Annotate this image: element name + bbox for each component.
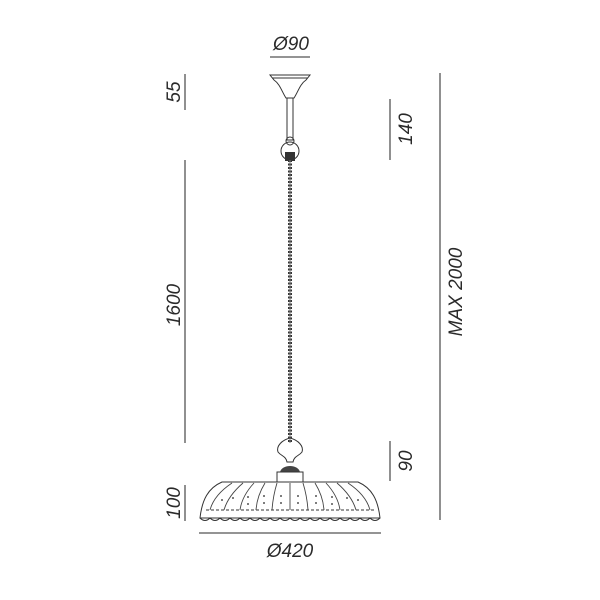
holder-height-label: 90 — [396, 450, 417, 472]
shade-holder — [276, 437, 304, 483]
canopy-height-label: 55 — [164, 81, 185, 103]
max-height-label: MAX 2000 — [446, 247, 467, 336]
stem — [286, 97, 294, 141]
shade-diameter-label: Ø420 — [266, 541, 314, 562]
cable-length-label: 1600 — [164, 283, 185, 326]
glass-shade — [199, 481, 381, 521]
ceiling-canopy — [268, 74, 312, 99]
stem-length-label: 140 — [396, 113, 417, 145]
shade-height-label: 100 — [164, 487, 185, 519]
suspension-ring — [280, 136, 300, 161]
canopy-diameter-label: Ø90 — [272, 34, 309, 55]
